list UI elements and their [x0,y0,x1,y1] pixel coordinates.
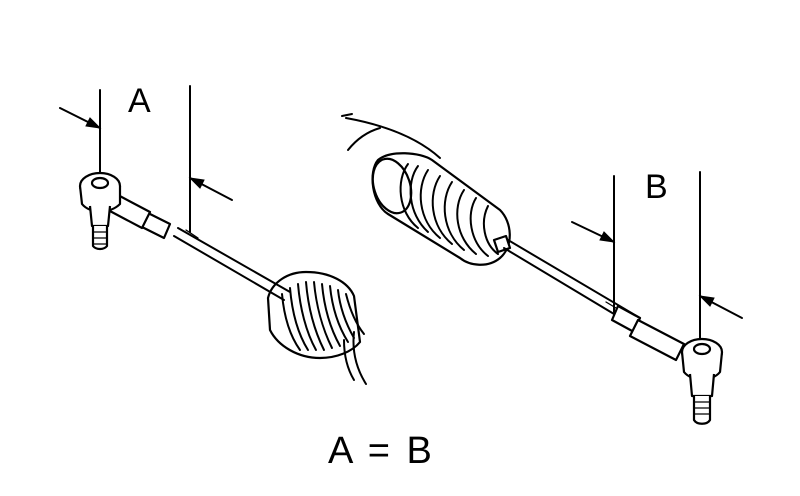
dimension-b-label: B [645,168,668,206]
dimension-a [59,85,233,233]
left-tie-rod [173,227,291,301]
equation-caption: A = B [328,430,435,472]
left-rack-boot [266,270,367,385]
dimension-a-label: A [128,82,151,120]
left-tie-rod-assembly [59,85,367,385]
right-tie-rod-end [610,304,724,425]
right-tie-rod-assembly [341,113,743,425]
steering-gear-housing [341,113,441,159]
right-rack-boot [371,152,512,266]
left-tie-rod-end [78,171,172,251]
dimension-b [571,171,743,351]
